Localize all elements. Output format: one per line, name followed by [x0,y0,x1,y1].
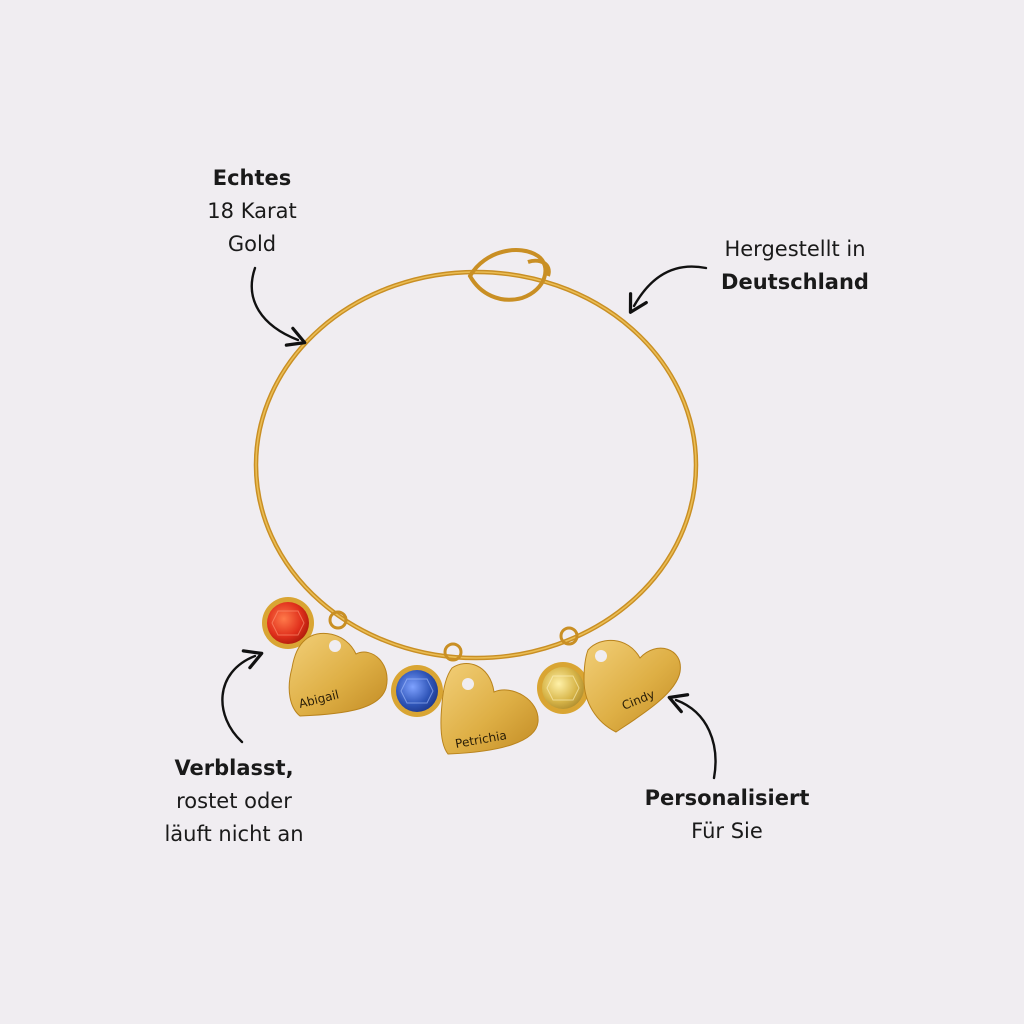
arrow-personal [667,693,717,780]
callout-pers-line2: Für Sie [691,819,763,843]
charm-cindy: Cindy [537,626,681,733]
arrow-made [628,265,708,314]
arrow-gold [250,266,307,347]
callout-gold: Echtes 18 Karat Gold [152,162,352,261]
callout-made-in: Hergestellt in Deutschland [690,233,900,299]
callout-gold-line2: 18 Karat [207,199,297,223]
callout-gold-title: Echtes [212,166,292,190]
bangle [253,248,699,661]
callout-fade-line2: rostet oder [176,789,292,813]
arrow-fade [221,649,264,744]
callout-no-fade: Verblasst, rostet oder läuft nicht an [134,752,334,851]
callout-pers-title: Personalisiert [644,786,810,810]
charm-petrichia: Petrichia [391,642,539,755]
callout-fade-title: Verblasst, [174,756,294,780]
callout-made-line1: Hergestellt in [724,237,866,261]
callout-personalized: Personalisiert Für Sie [627,782,827,848]
callout-fade-line3: läuft nicht an [164,822,304,846]
callout-made-title: Deutschland [721,270,869,294]
charm-abigail: Abigail [262,597,388,717]
callout-gold-line3: Gold [227,232,277,256]
